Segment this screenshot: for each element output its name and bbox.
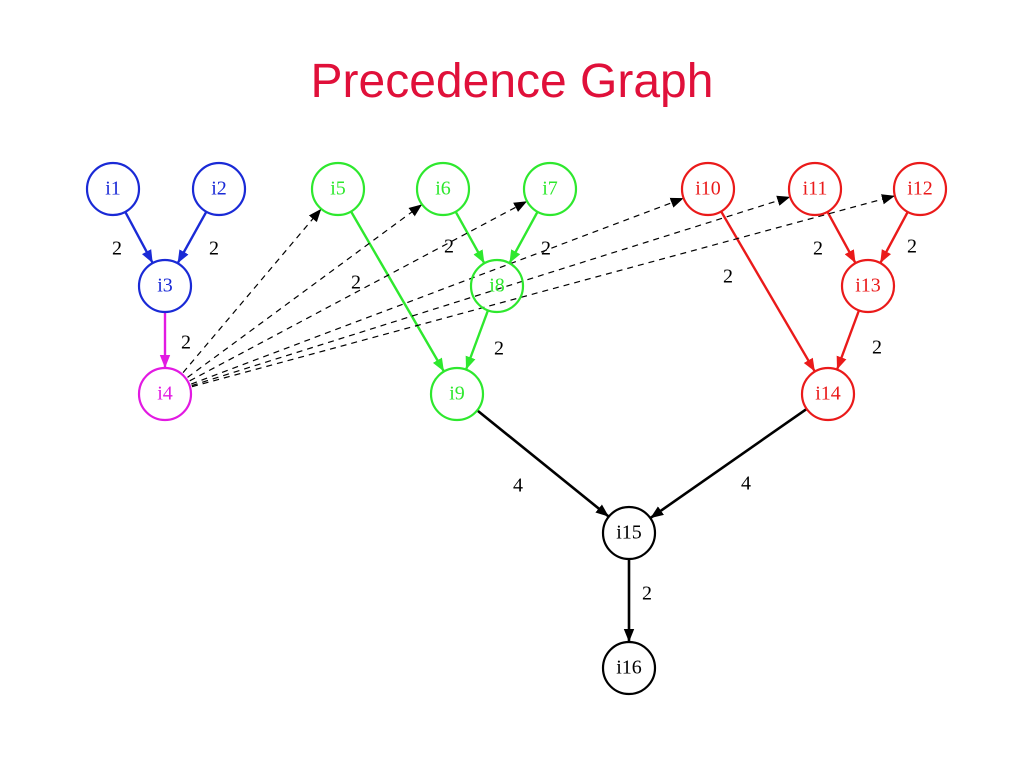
node-label-i11: i11 (803, 178, 828, 200)
edge-i13-i14 (835, 309, 861, 371)
edge-i12-i13 (879, 211, 909, 264)
node-label-i16: i16 (616, 657, 642, 679)
node-circle-i5 (310, 161, 366, 217)
node-i10: i10 (680, 161, 736, 217)
edge-i6-i8 (454, 211, 486, 264)
node-i4: i4 (137, 366, 193, 422)
edge-weight-i7-i8: 2 (541, 238, 551, 260)
node-label-i7: i7 (542, 178, 558, 200)
edge-i4-i10 (190, 197, 684, 385)
node-circle-i11 (787, 161, 843, 217)
edge-weight-i15-i16: 2 (642, 583, 652, 605)
edge-weight-i14-i15: 4 (741, 473, 751, 495)
node-i9: i9 (429, 366, 485, 422)
node-label-i13: i13 (855, 275, 881, 297)
edge-weight-i9-i15: 4 (513, 475, 523, 497)
node-circle-i13 (840, 258, 896, 314)
node-label-i8: i8 (489, 275, 505, 297)
node-label-i15: i15 (616, 522, 642, 544)
node-label-i3: i3 (157, 275, 173, 297)
node-label-i12: i12 (907, 178, 933, 200)
node-label-i5: i5 (330, 178, 346, 200)
node-circle-i12 (892, 161, 948, 217)
edge-weight-i3-i4: 2 (181, 332, 191, 354)
diagram-title: Precedence Graph (310, 55, 714, 108)
edge-i4-i7 (189, 200, 528, 382)
node-circle-i7 (522, 161, 578, 217)
node-i2: i2 (191, 161, 247, 217)
edge-weight-i12-i13: 2 (907, 236, 917, 258)
node-circle-i3 (137, 258, 193, 314)
node-label-i1: i1 (105, 178, 121, 200)
node-i11: i11 (787, 161, 843, 217)
node-i14: i14 (800, 366, 856, 422)
edge-i4-i5 (182, 208, 322, 373)
node-label-i2: i2 (211, 178, 227, 200)
node-label-i10: i10 (695, 178, 721, 200)
edge-weight-i1-i3: 2 (112, 238, 122, 260)
node-label-i14: i14 (815, 383, 841, 405)
nodes-layer: i1 i2 i3 i4 i5 i6 i7 i8 i9 i10 i11 i12 i13 i14 i15 i16 (85, 161, 948, 696)
node-circle-i9 (429, 366, 485, 422)
node-i16: i16 (601, 640, 657, 696)
node-circle-i1 (85, 161, 141, 217)
edge-i4-i11 (191, 195, 791, 387)
node-i15: i15 (601, 505, 657, 561)
node-circle-i14 (800, 366, 856, 422)
node-i13: i13 (840, 258, 896, 314)
edge-i4-i12 (191, 194, 896, 388)
node-circle-i15 (601, 505, 657, 561)
edge-weight-i8-i9: 2 (494, 338, 504, 360)
node-i5: i5 (310, 161, 366, 217)
node-i6: i6 (415, 161, 471, 217)
edge-i8-i9 (464, 309, 490, 371)
edge-weight-i11-i13: 2 (813, 238, 823, 260)
node-circle-i4 (137, 366, 193, 422)
node-i1: i1 (85, 161, 141, 217)
node-label-i4: i4 (157, 383, 173, 405)
edge-weight-i13-i14: 2 (872, 337, 882, 359)
node-circle-i2 (191, 161, 247, 217)
node-circle-i6 (415, 161, 471, 217)
node-i3: i3 (137, 258, 193, 314)
node-label-i9: i9 (449, 383, 465, 405)
edge-weight-i5-i9: 2 (351, 272, 361, 294)
node-i8: i8 (469, 258, 525, 314)
edge-i14-i15 (649, 407, 808, 520)
node-circle-i8 (469, 258, 525, 314)
node-i12: i12 (892, 161, 948, 217)
edge-i5-i9 (350, 210, 445, 373)
edge-i2-i3 (176, 211, 208, 264)
node-label-i6: i6 (435, 178, 451, 200)
node-i7: i7 (522, 161, 578, 217)
edge-i9-i15 (476, 409, 610, 518)
edge-i1-i3 (124, 211, 154, 264)
edge-i11-i13 (826, 211, 857, 264)
edge-i10-i14 (720, 210, 816, 373)
edges-layer (124, 194, 909, 642)
edge-weight-i6-i8: 2 (444, 236, 454, 258)
edge-labels-layer: 2 2 2 2 2 2 2 2 2 2 2 4 4 2 (112, 236, 917, 605)
edge-weight-i2-i3: 2 (209, 238, 219, 260)
edge-weight-i10-i14: 2 (723, 266, 733, 288)
edge-i4-i6 (187, 203, 423, 378)
node-circle-i16 (601, 640, 657, 696)
node-circle-i10 (680, 161, 736, 217)
edge-i7-i8 (508, 211, 539, 264)
